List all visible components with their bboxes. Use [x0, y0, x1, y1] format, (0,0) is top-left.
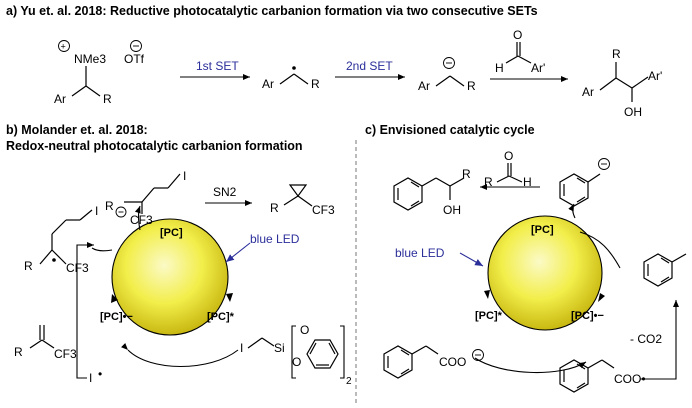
- pc-radical-anion-label-b: [PC]•−: [100, 311, 133, 323]
- svg-text:Ar: Ar: [54, 92, 66, 106]
- svg-text:R: R: [14, 345, 23, 359]
- svg-text:Ar: Ar: [418, 79, 430, 93]
- second-set-label: 2nd SET: [346, 59, 393, 73]
- benzyl-radical-structure: [643, 253, 687, 287]
- alcohol-product-structure: R Ar Ar' OH: [582, 47, 662, 119]
- phenylacetate-anion-structure: COO: [383, 345, 484, 379]
- aldehyde-structure-c: O R H: [484, 149, 532, 189]
- nme3-label: NMe3: [74, 52, 106, 66]
- phenethyl-alcohol-structure: R OH: [393, 167, 471, 217]
- carbanion-release-arrow-b: [134, 205, 141, 231]
- svg-text:R: R: [612, 47, 621, 61]
- cyclopropane-product-structure: R CF3: [270, 184, 335, 217]
- svg-text:R: R: [105, 199, 114, 213]
- svg-text:I: I: [240, 341, 243, 355]
- svg-text:O: O: [292, 355, 301, 369]
- svg-text:COO•: COO•: [614, 372, 646, 386]
- carbanion-iodoalkyl-structure: I R CF3: [105, 169, 186, 227]
- svg-text:Si: Si: [274, 341, 285, 355]
- pc-star-label-b: [PC]*: [207, 311, 235, 323]
- svg-text:OH: OH: [624, 105, 642, 119]
- section-c-title: c) Envisioned catalytic cycle: [365, 123, 535, 137]
- svg-text:O: O: [504, 149, 513, 163]
- oxidation-curved-arrow-c: [474, 357, 587, 374]
- radical-addition-path: [76, 242, 94, 379]
- photocatalyst-cycle-c: [488, 216, 602, 330]
- svg-text:CF3: CF3: [54, 347, 77, 361]
- svg-text:+: +: [61, 42, 66, 52]
- silicate-reagent-structure: I Si O O 2: [240, 323, 352, 387]
- svg-text:Ar: Ar: [262, 77, 274, 91]
- svg-text:Ar': Ar': [531, 61, 545, 75]
- blue-led-label-c: blue LED: [395, 246, 445, 260]
- svg-text:R: R: [462, 167, 471, 181]
- reduction-curved-arrow-b: [120, 342, 239, 368]
- svg-text:R: R: [24, 259, 33, 273]
- iodoalkyl-radical-structure: I R CF3: [24, 204, 98, 275]
- svg-text:Ar': Ar': [648, 69, 662, 83]
- section-b-title-line1: b) Molander et. al. 2018:: [6, 123, 148, 137]
- svg-text:R: R: [270, 201, 279, 215]
- ammonium-salt-structure: + NMe3 OTf Ar R: [54, 40, 145, 106]
- benzyl-anion-structure: [559, 158, 610, 207]
- led-arrow-b: [225, 242, 251, 263]
- section-b-title-line2: Redox-neutral photocatalytic carbanion f…: [6, 139, 303, 153]
- pc-radical-anion-label-c: [PC]•−: [571, 310, 604, 322]
- svg-text:R: R: [467, 79, 476, 93]
- trifluoromethyl-alkene-structure: R CF3: [14, 325, 77, 361]
- led-arrow-c: [459, 252, 484, 267]
- carbanion-structure: Ar R: [418, 57, 476, 93]
- first-set-label: 1st SET: [196, 59, 239, 73]
- svg-text:R: R: [484, 175, 493, 189]
- sn2-label: SN2: [213, 185, 237, 199]
- svg-text:H: H: [495, 61, 504, 75]
- svg-text:I: I: [95, 204, 98, 218]
- anion-release-arrow-c: [568, 203, 576, 219]
- phenylacetoxy-radical-structure: COO•: [559, 359, 646, 393]
- blue-led-label-b: blue LED: [250, 232, 300, 246]
- svg-text:CF3: CF3: [312, 203, 335, 217]
- svg-text:COO: COO: [439, 355, 466, 369]
- otf-label: OTf: [124, 52, 145, 66]
- svg-text:Ar: Ar: [582, 85, 594, 99]
- iodine-radical-dot: •: [98, 367, 102, 381]
- pc-label-c: [PC]: [531, 224, 554, 236]
- co2-loss-label: - CO2: [630, 332, 662, 346]
- svg-text:R: R: [311, 77, 320, 91]
- svg-text:I: I: [89, 371, 92, 385]
- svg-text:CF3: CF3: [130, 213, 153, 227]
- svg-text:I: I: [183, 169, 186, 183]
- decarboxylation-path: [640, 300, 679, 380]
- svg-text:2: 2: [346, 376, 352, 387]
- svg-text:H: H: [523, 175, 532, 189]
- pc-label-b: [PC]: [160, 227, 183, 239]
- svg-text:O: O: [300, 323, 309, 337]
- svg-text:OH: OH: [443, 203, 461, 217]
- photocatalyst-cycle-b: [112, 219, 228, 335]
- benzylic-radical-structure: Ar R: [262, 66, 320, 91]
- svg-text:R: R: [103, 92, 112, 106]
- section-a-title: a) Yu et. al. 2018: Reductive photocatal…: [6, 4, 538, 18]
- pc-star-label-c: [PC]*: [475, 310, 503, 322]
- aldehyde-structure: O H Ar': [495, 28, 545, 75]
- svg-text:O: O: [513, 28, 522, 42]
